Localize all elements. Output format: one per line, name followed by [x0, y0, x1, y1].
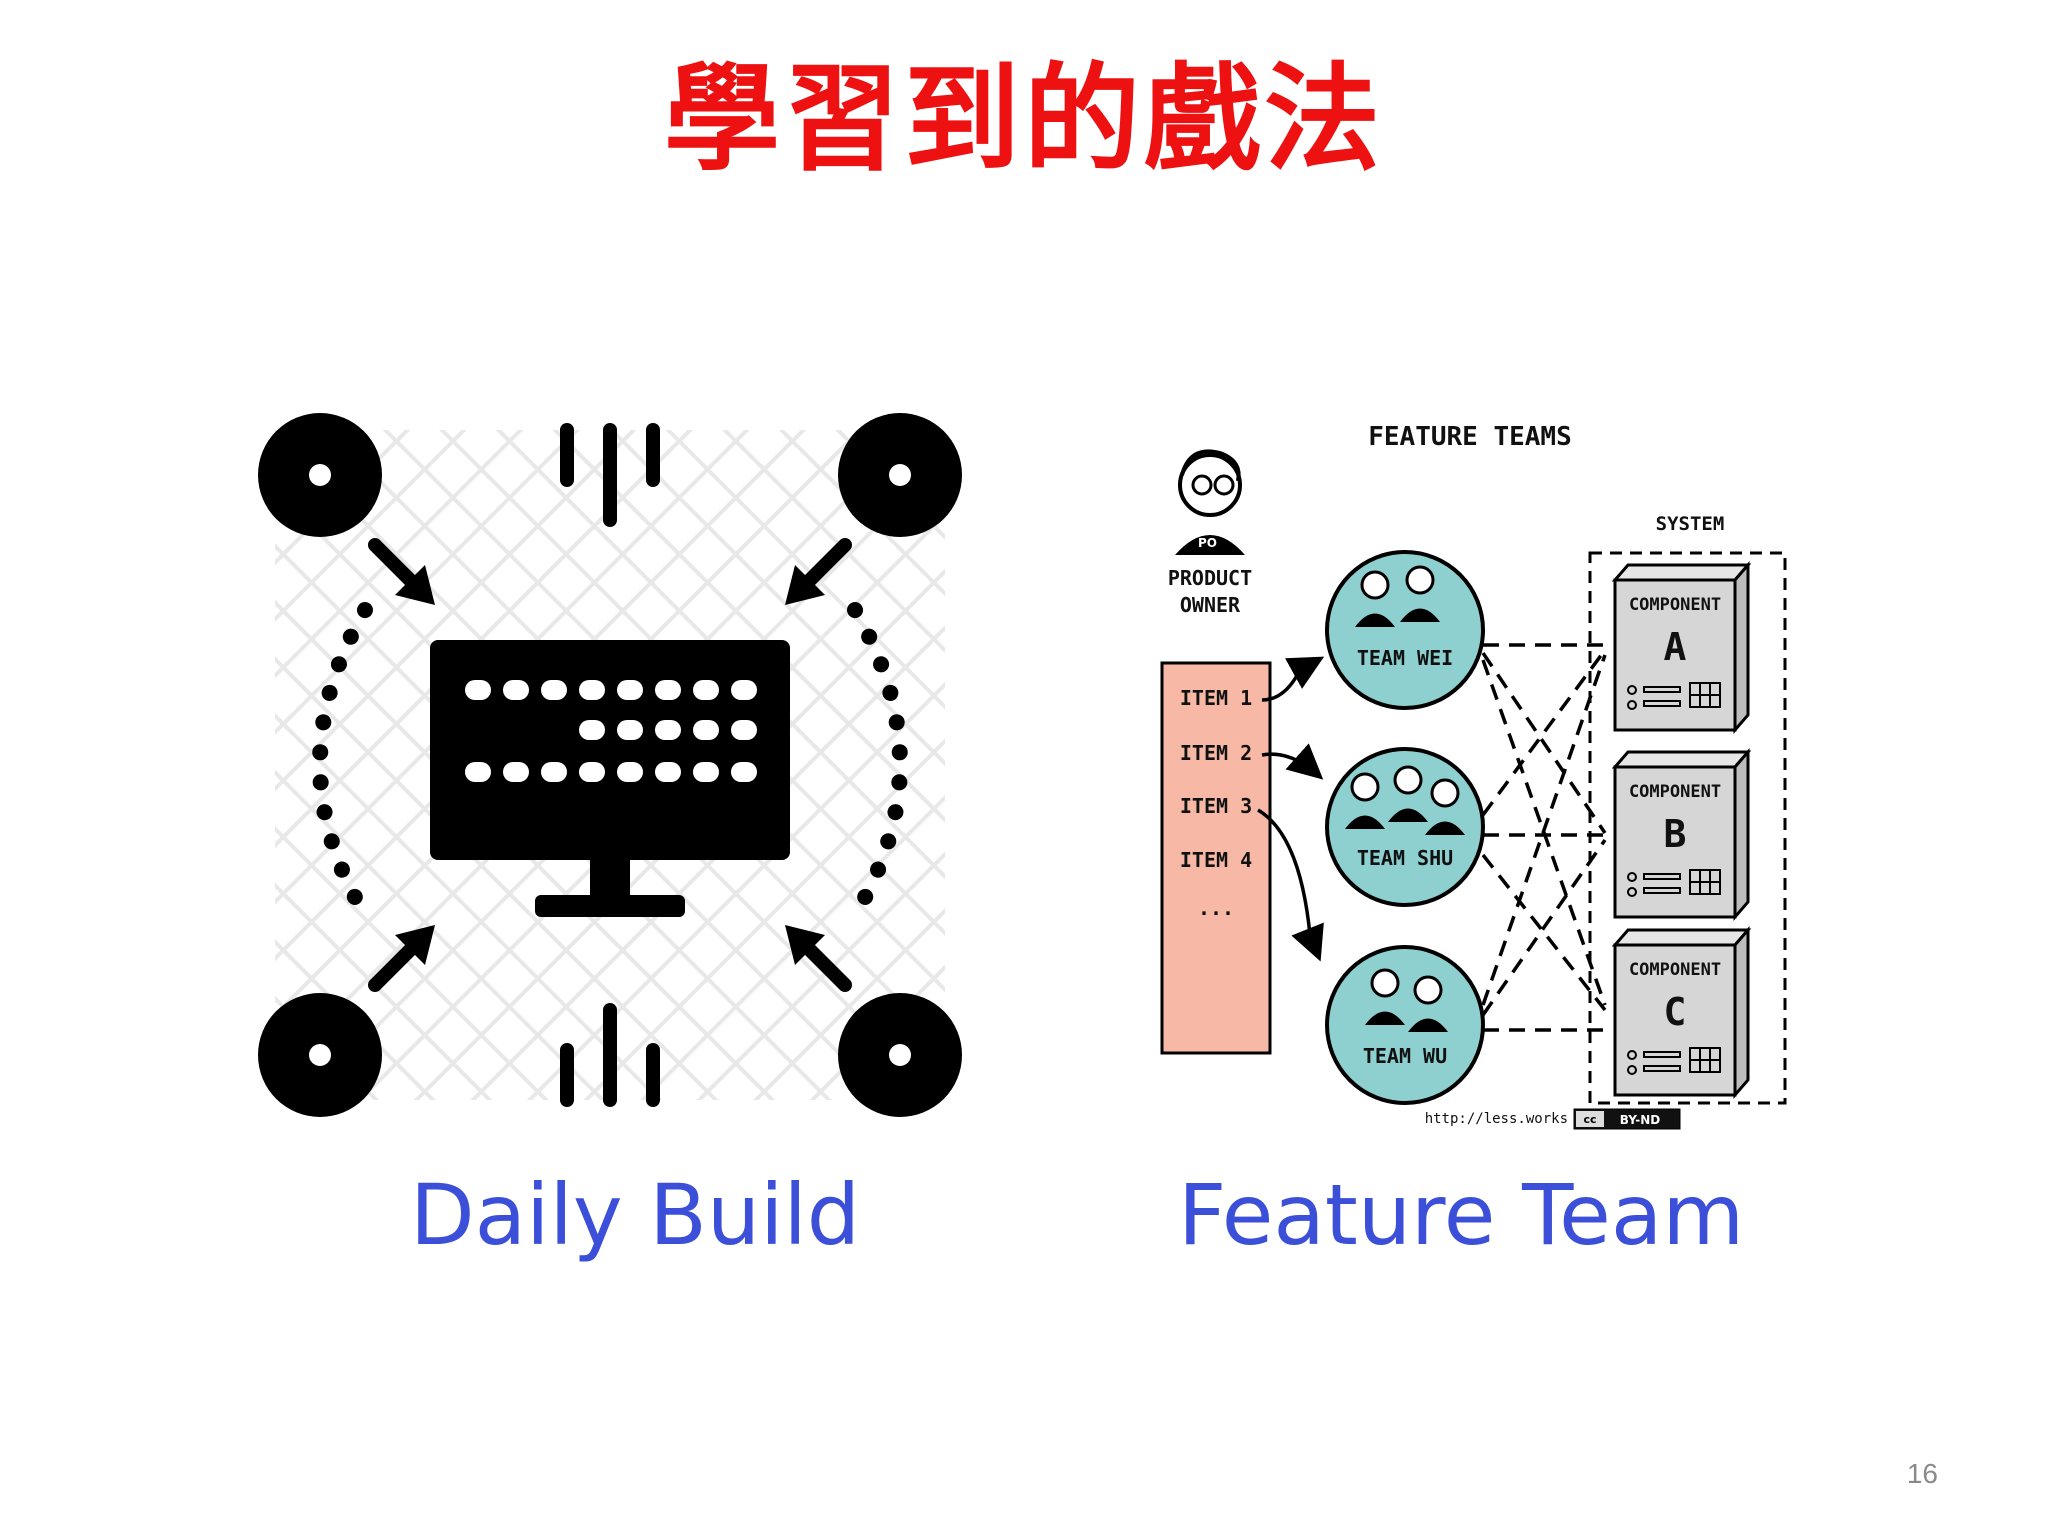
source-url: http://less.works: [1425, 1111, 1568, 1127]
backlog-item: ITEM 2: [1180, 741, 1252, 765]
disc-icon: [838, 993, 962, 1117]
backlog-item: ITEM 4: [1180, 848, 1252, 872]
slide-title: 學習到的戲法: [664, 52, 1384, 187]
feature-teams-diagram: FEATURE TEAMS PO PRODUCT OWNER ITEM 1 IT…: [1160, 422, 1787, 1130]
dotted-arc: [847, 602, 908, 923]
equalizer-icon: [560, 1003, 660, 1107]
team-component-connections: [1481, 643, 1607, 1032]
team-label: TEAM SHU: [1357, 846, 1453, 870]
team-label: TEAM WEI: [1357, 646, 1453, 670]
component-label: COMPONENT: [1629, 960, 1721, 980]
team-label: TEAM WU: [1363, 1044, 1447, 1068]
cc-logo: cc: [1583, 1113, 1596, 1126]
component-letter: A: [1664, 625, 1687, 669]
component-letter: B: [1664, 812, 1687, 856]
license-badge: cc BY-ND: [1573, 1108, 1681, 1130]
monitor-icon: [430, 640, 790, 917]
team-circle: TEAM WU: [1325, 945, 1485, 1105]
team-circle: TEAM WEI: [1325, 550, 1485, 710]
assignment-arrows: [1257, 656, 1325, 962]
disc-icon: [258, 993, 382, 1117]
component-box: COMPONENT B: [1611, 747, 1752, 922]
po-badge: PO: [1198, 536, 1217, 550]
component-letter: C: [1664, 990, 1687, 1034]
daily-build-illustration: [258, 413, 962, 1117]
dotted-arc: [312, 602, 373, 923]
arrow-icon: [785, 538, 852, 605]
component-box: COMPONENT C: [1611, 925, 1752, 1100]
equalizer-icon: [560, 423, 660, 527]
backlog-item: ITEM 3: [1180, 794, 1252, 818]
component-label: COMPONENT: [1629, 782, 1721, 802]
product-owner-figure: PO: [1175, 449, 1245, 555]
product-owner-label-line1: PRODUCT: [1168, 566, 1252, 590]
team-circle: TEAM SHU: [1325, 747, 1485, 907]
product-backlog: [1160, 661, 1272, 1055]
license-text: BY-ND: [1620, 1113, 1660, 1127]
disc-icon: [258, 413, 382, 537]
disc-icon: [838, 413, 962, 537]
backlog-item: ITEM 1: [1180, 686, 1252, 710]
system-boundary: [1588, 551, 1787, 1105]
diagram-heading: FEATURE TEAMS: [1368, 422, 1572, 452]
arrow-icon: [368, 925, 435, 992]
daily-build-caption: Daily Build: [410, 1166, 861, 1264]
feature-team-caption: Feature Team: [1178, 1166, 1745, 1264]
arrow-icon: [785, 925, 852, 992]
backlog-item: ...: [1198, 896, 1234, 920]
system-label: SYSTEM: [1656, 513, 1725, 535]
product-owner-label-line2: OWNER: [1180, 593, 1241, 617]
component-box: COMPONENT A: [1611, 560, 1752, 735]
component-label: COMPONENT: [1629, 595, 1721, 615]
page-number: 16: [1906, 1458, 1938, 1489]
arrow-icon: [368, 538, 435, 605]
